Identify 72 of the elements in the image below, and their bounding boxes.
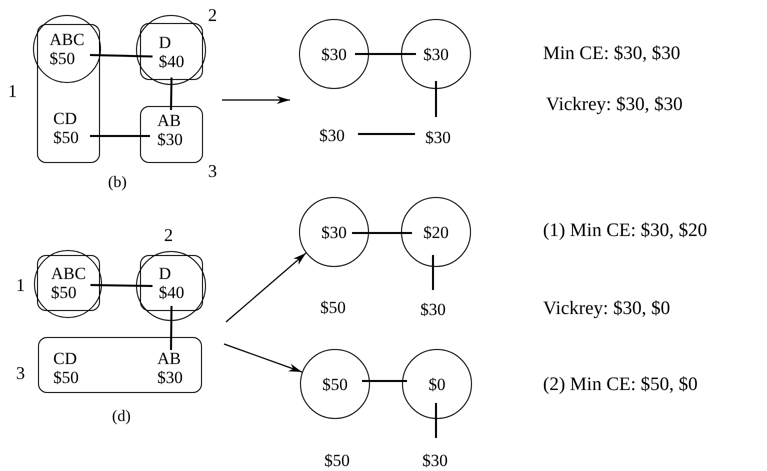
connector-line [90, 54, 153, 58]
price-value: $0 [428, 374, 446, 394]
bidder-box [37, 24, 100, 163]
bidder-box [140, 255, 203, 311]
price-value: $30 [423, 44, 449, 64]
winner-circle [136, 251, 206, 321]
bundle-label: CD [53, 109, 77, 128]
price-value: $30 [420, 300, 446, 318]
winner-circle [300, 349, 370, 419]
bid-value: $30 [157, 368, 183, 387]
connector-line [432, 255, 434, 290]
winner-circle [299, 19, 369, 89]
bidder-box [140, 106, 203, 163]
bundle-label: AB [157, 349, 181, 368]
price-summary: (1) Min CE: $30, $20 [543, 220, 708, 242]
connector-line [90, 284, 153, 287]
bidder-number: 2 [208, 4, 217, 26]
bundle-label: AB [157, 111, 181, 130]
connector-line [355, 53, 416, 55]
bundle-label: CD [53, 349, 77, 368]
bidder-number: 3 [208, 160, 217, 182]
arrow [222, 96, 290, 104]
bid-value: $40 [158, 52, 184, 70]
price-value: $30 [422, 450, 448, 470]
panel-caption: (b) [108, 173, 127, 193]
price-value: $30 [321, 222, 347, 242]
bidder-box [140, 23, 203, 80]
bid-value: $50 [53, 128, 79, 147]
connector-line [170, 306, 172, 350]
connector-line [358, 133, 415, 135]
bundle-label: ABC [51, 264, 86, 283]
price-value: $30 [321, 44, 347, 64]
winner-circle [402, 349, 472, 419]
winner-circle [299, 197, 369, 267]
price-value: $20 [423, 222, 449, 242]
winner-circle [34, 250, 102, 318]
bid-value: $50 [51, 283, 77, 302]
bidder-box [38, 337, 202, 393]
connector-line [90, 135, 150, 137]
price-value: $50 [322, 374, 348, 394]
winner-circle [401, 197, 471, 267]
winner-circle [33, 15, 101, 83]
connector-line [170, 77, 172, 110]
price-value: $50 [320, 298, 346, 316]
price-summary: Min CE: $30, $30 [543, 43, 680, 65]
price-summary: (2) Min CE: $50, $0 [543, 374, 698, 396]
price-summary: Vickrey: $30, $0 [543, 298, 670, 320]
winner-circle [401, 19, 471, 89]
bid-value: $40 [158, 283, 184, 302]
connector-line [362, 380, 407, 382]
bidder-number: 3 [16, 362, 25, 384]
connector-line [352, 232, 412, 234]
bid-value: $50 [50, 49, 76, 68]
bidder-number: 1 [8, 80, 17, 102]
bidder-number: 2 [164, 224, 173, 246]
bid-value: $50 [53, 368, 79, 387]
bundle-label: D [158, 264, 172, 283]
bid-value: $30 [157, 130, 183, 149]
price-value: $50 [324, 450, 350, 470]
bundle-label: ABC [50, 30, 84, 49]
arrow [224, 343, 302, 373]
connector-line [435, 403, 437, 438]
price-value: $30 [319, 126, 345, 144]
price-value: $30 [425, 128, 451, 146]
bidder-box [37, 255, 100, 311]
bidder-number: 1 [16, 274, 25, 296]
connector-line [435, 81, 437, 117]
price-summary: Vickrey: $30, $30 [546, 94, 683, 116]
bundle-label: D [158, 32, 172, 52]
panel-caption: (d) [112, 407, 131, 427]
winner-circle [136, 15, 206, 85]
arrow [226, 252, 306, 322]
